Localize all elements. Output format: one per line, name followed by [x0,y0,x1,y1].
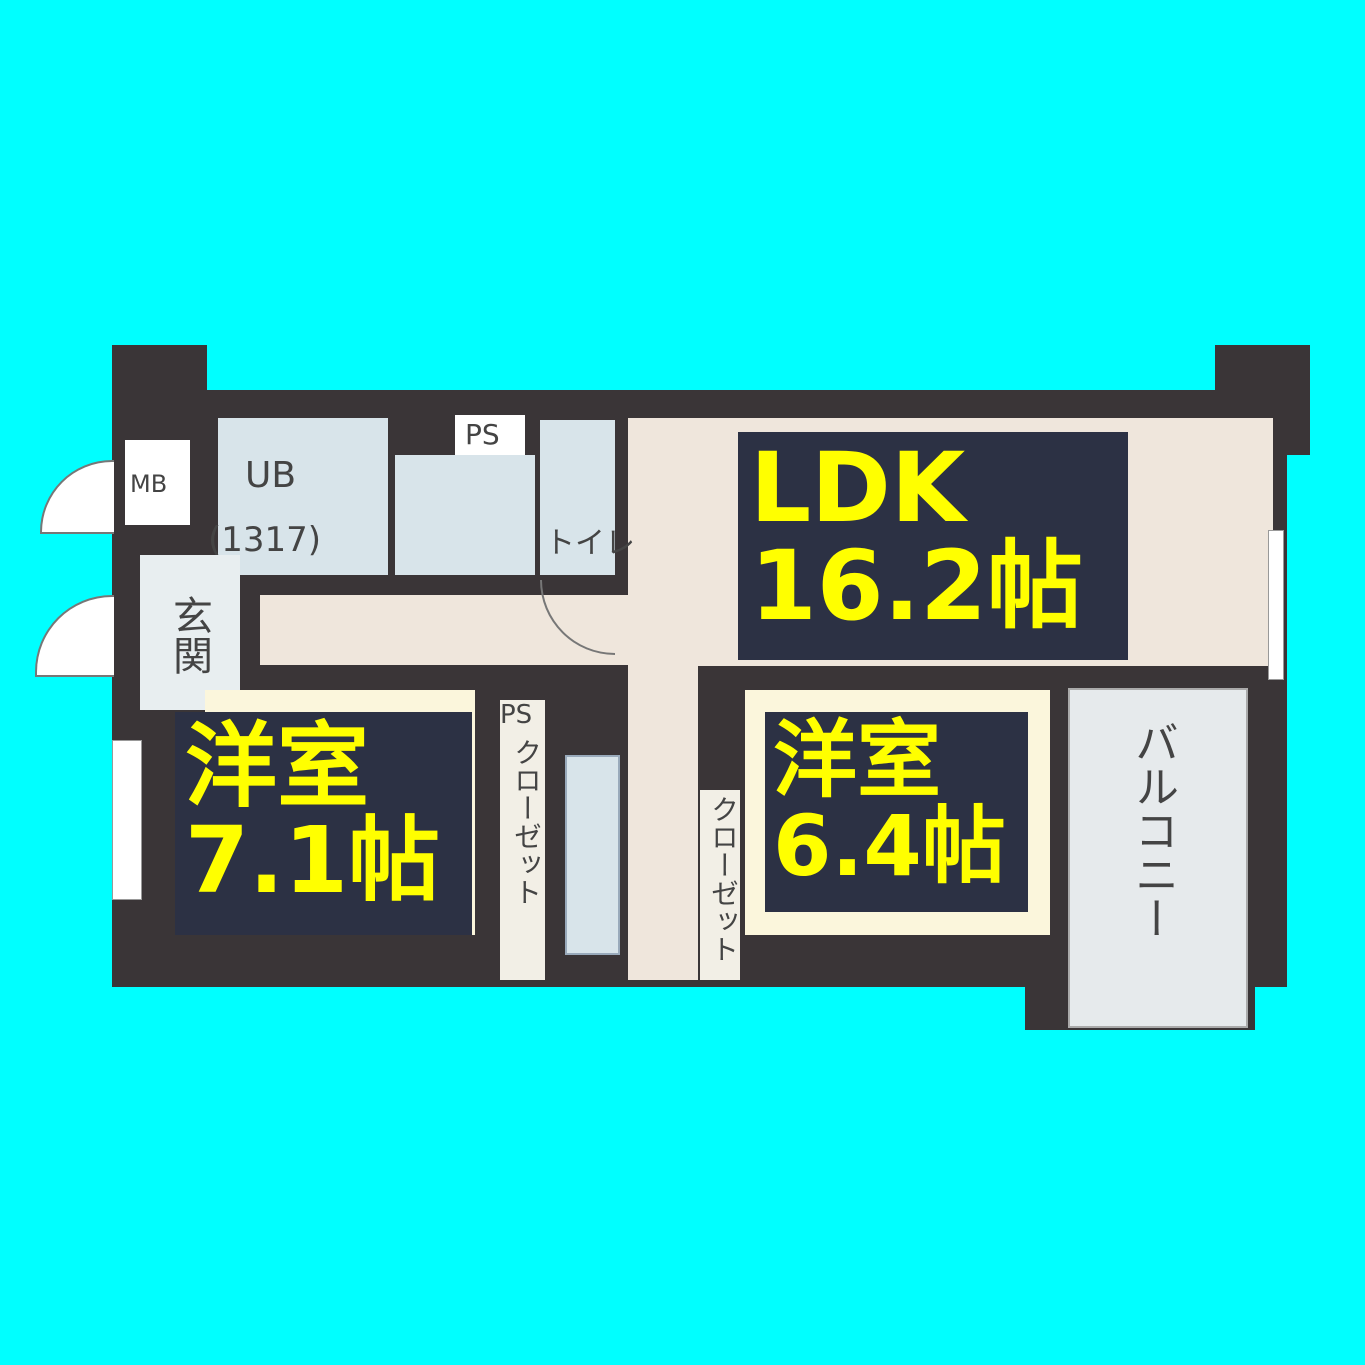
entrance-floor [140,555,240,710]
bedroom-1-label-box: 洋室 7.1帖 [175,712,472,935]
closet-1 [500,700,545,980]
bath-size-label: (1317) [208,520,322,560]
pipe-space-top [455,415,525,455]
toilet [540,420,615,575]
ldk-size: 16.2帖 [750,529,1083,642]
kitchen-counter [565,755,620,955]
mb-door[interactable] [40,460,114,534]
middle-corridor [628,665,698,980]
ldk-label-box: LDK 16.2帖 [738,432,1128,660]
pillar-top-left [112,345,207,435]
meter-box-label: MB [130,470,168,498]
bedroom-2-name: 洋室 [773,711,942,809]
closet-2-label: クローゼット [707,795,740,963]
bedroom-1-window [112,740,142,900]
bedroom-1-name: 洋室 [185,713,370,820]
ldk-name: LDK [750,432,966,544]
toilet-label: トイレ [545,526,635,561]
pipe-space-top-label: PS [465,418,500,451]
bedroom-1-size: 7.1帖 [185,806,440,914]
pipe-space-mid-label: PS [500,700,533,730]
meter-box [125,440,190,525]
bathroom [218,418,388,575]
closet-1-label: クローゼット [510,738,543,906]
washroom [395,455,535,575]
closet-2 [700,790,740,980]
balcony-label: バルコニー [1127,720,1178,940]
bath-label: UB [245,455,297,496]
entrance-label: 玄関 [166,595,212,675]
entrance-door[interactable] [35,595,114,677]
bedroom-2-label-box: 洋室 6.4帖 [765,712,1028,912]
ldk-window [1268,530,1284,680]
bedroom-2-size: 6.4帖 [773,796,1006,895]
balcony [1068,688,1248,1028]
